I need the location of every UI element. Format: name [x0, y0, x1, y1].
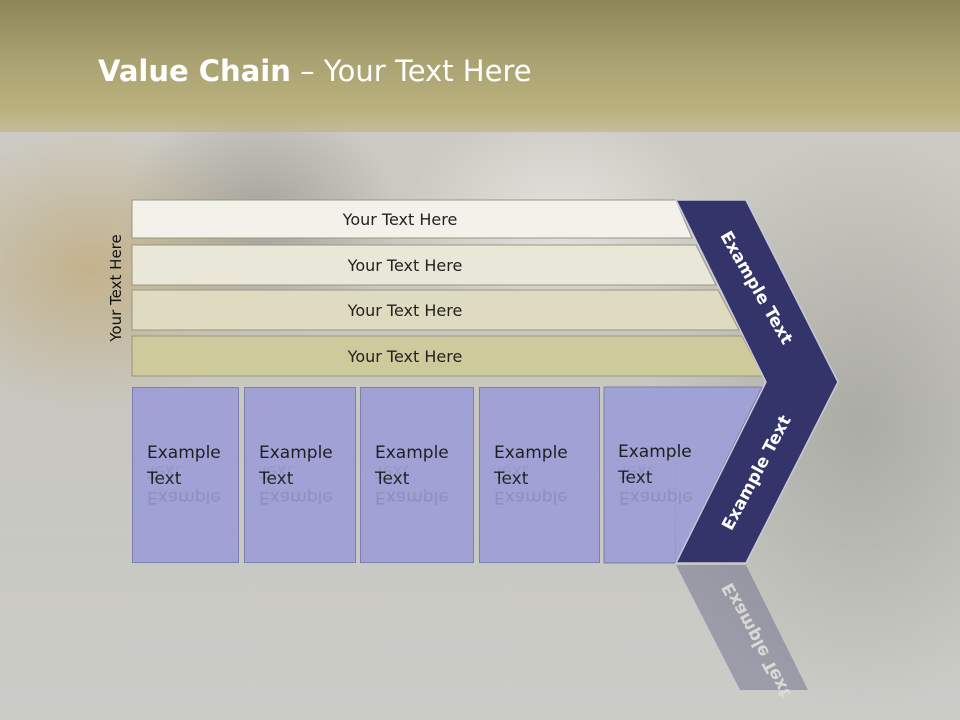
chevron-shape [674, 199, 839, 564]
bar-shape-1 [131, 199, 693, 239]
box-label-3: Example Text [375, 440, 473, 492]
reflection-label-3: Example Text [375, 461, 449, 507]
bar-shape-3 [131, 289, 740, 331]
reflection-box-3: Example Text [360, 387, 474, 563]
box-4: Example Text [479, 387, 600, 563]
reflection-box-4: Example Text [479, 387, 600, 563]
box-5: Example Text [604, 387, 714, 563]
box-3: Example Text [360, 387, 474, 563]
bar-label-1: Your Text Here [342, 209, 458, 229]
reflection-box-2: Example Text [244, 387, 356, 563]
reflection-label-2: Example Text [259, 461, 333, 507]
reflection-label-4: Example Text [494, 461, 568, 507]
chevron-reflection: Example Text [676, 565, 808, 701]
reflection-box-5: Example Text [604, 387, 693, 563]
box-1: Example Text [132, 387, 239, 563]
box-label-2: Example Text [259, 440, 355, 492]
bar-3: Your Text Here [132, 291, 698, 329]
bar-4: Your Text Here [132, 337, 698, 375]
reflection-label-1: Example Text [147, 461, 221, 507]
title-rest: – Your Text Here [290, 54, 532, 88]
box-label-5: Example Text [618, 439, 714, 491]
reflection-box-1: Example Text [132, 387, 239, 563]
bar-2: Your Text Here [132, 246, 698, 284]
reflection-label-5: Example Text [619, 461, 693, 507]
boxes-reflection: Example Text Example Text Example Text E… [0, 387, 960, 563]
bar-label-3: Your Text Here [347, 300, 463, 320]
bar-shape-2 [131, 244, 717, 286]
title-band [0, 0, 960, 132]
box-label-1: Example Text [147, 440, 238, 492]
box-2: Example Text [244, 387, 356, 563]
slide-title: Value Chain – Your Text Here [98, 54, 532, 88]
box-label-4: Example Text [494, 440, 599, 492]
bar-label-4: Your Text Here [347, 346, 463, 366]
title-bold: Value Chain [98, 54, 291, 88]
bar-1: Your Text Here [132, 200, 688, 238]
bar-label-2: Your Text Here [347, 255, 463, 275]
